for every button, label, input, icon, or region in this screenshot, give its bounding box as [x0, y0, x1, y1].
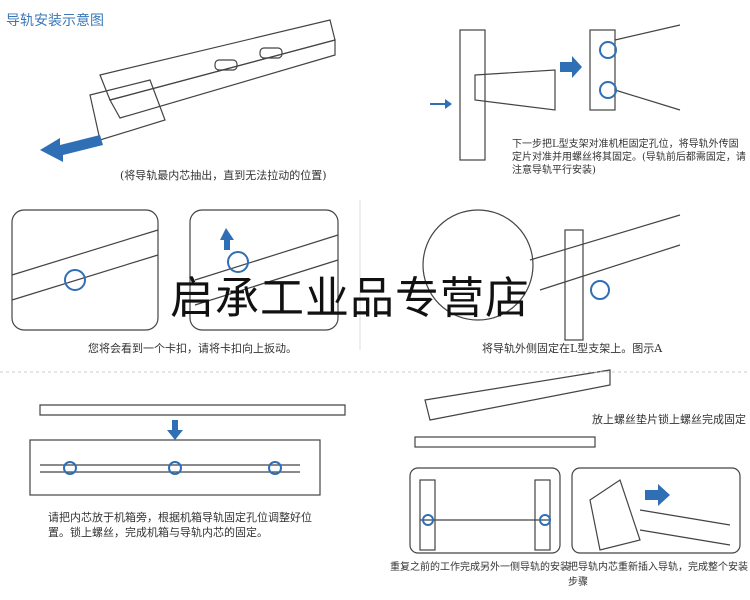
step-caption: 重复之前的工作完成另外一侧导轨的安装 — [390, 562, 570, 573]
cabinet-panel — [409, 467, 561, 554]
detail-circle — [422, 209, 534, 321]
highlight-circles — [63, 41, 617, 526]
clip-panel-2 — [189, 209, 339, 331]
step-caption: 您将会看到一个卡扣，请将卡扣向上扳动。 — [88, 342, 297, 355]
step-caption: 把导轨内芯重新插入导轨，完成整个安装步骤 — [568, 562, 748, 588]
step-caption: 将导轨外侧固定在L型支架上。图示A — [482, 342, 663, 355]
rail-pull-illustration — [89, 19, 336, 141]
diagram-title: 导轨安装示意图 — [6, 13, 104, 29]
step-caption: 请把内芯放于机箱旁，根据机箱导轨固定孔位调整好位置。锁上螺丝，完成机箱与导轨内芯… — [48, 511, 312, 539]
arrow-up-icon — [220, 228, 234, 250]
insert-panel — [571, 467, 741, 554]
step-caption: 下一步把L型支架对准机柜固定孔位，将导轨外传固定片对准并用螺丝将其固定。(导轨前… — [512, 139, 746, 176]
arrow-left-icon — [40, 135, 103, 162]
arrow-down-icon — [167, 420, 183, 440]
arrow-right-icon — [645, 484, 670, 506]
clip-panel-1 — [11, 209, 159, 331]
store-watermark: 启承工业品专营店 — [170, 273, 530, 324]
rack-bracket-illustration — [459, 24, 681, 161]
direction-arrows — [40, 56, 670, 506]
screw-arrow-icon — [430, 99, 452, 109]
step-caption: (将导轨最内芯抽出，直到无法拉动的位置) — [120, 169, 327, 182]
arrow-right-icon — [560, 56, 582, 78]
step-caption: 放上螺丝垫片锁上螺丝完成固定 — [592, 413, 746, 426]
